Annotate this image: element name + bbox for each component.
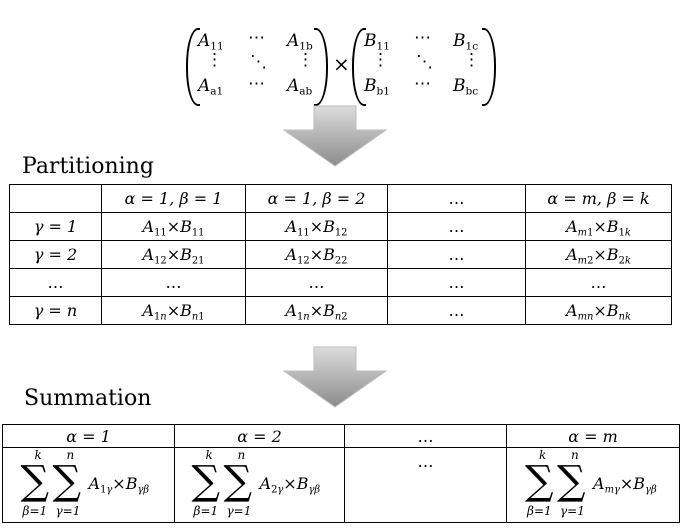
partitioning-row-label: γ = 1 xyxy=(9,212,102,241)
matrix-a-top-right: A1b xyxy=(287,31,313,53)
partitioning-header-row: α = 1, β = 1 α = 1, β = 2 … α = m, β = k xyxy=(9,184,672,213)
partitioning-col-header: … xyxy=(387,184,526,213)
summation-col-header: … xyxy=(344,424,507,448)
partitioning-row-label: γ = n xyxy=(9,296,102,325)
partitioning-row: γ = n A1n×Bn1 A1n×Bn2 … Amn×Bnk xyxy=(9,296,672,325)
summation-heading: Summation xyxy=(24,386,152,411)
inner-sum-lower-limit: γ=1 xyxy=(560,504,585,518)
outer-sum-lower-limit: β=1 xyxy=(22,504,48,518)
partitioning-row: … … … … … xyxy=(9,268,672,297)
matrix-a-bottom-right: Aab xyxy=(287,76,313,98)
sigma-icon: ∑ xyxy=(525,458,554,504)
sigma-icon: ∑ xyxy=(191,458,221,504)
summation-cell: k ∑ β=1 n ∑ γ=1 A1γ×Bγβ xyxy=(2,447,175,523)
partitioning-cell: Am1×B1k xyxy=(525,212,672,241)
sigma-icon: ∑ xyxy=(52,458,82,504)
double-sum-formula: k ∑ β=1 n ∑ γ=1 A1γ×Bγβ xyxy=(9,448,169,518)
matrix-b-bottom-left: Bb1 xyxy=(364,76,390,98)
matrix-a-bottom-left: Aa1 xyxy=(198,76,224,98)
partitioning-corner-cell xyxy=(9,184,102,213)
summation-table: α = 1 α = 2 … α = m k ∑ β=1 n ∑ γ=1 A1γ×… xyxy=(2,424,680,523)
partitioning-cell: … xyxy=(387,296,526,325)
inner-sum-upper-limit: n xyxy=(66,448,75,462)
partitioning-cell: … xyxy=(387,240,526,269)
summation-col-header: α = 2 xyxy=(174,424,345,448)
partitioning-cell: … xyxy=(101,268,246,297)
partitioning-row: γ = 1 A11×B11 A11×B12 … Am1×B1k xyxy=(9,212,672,241)
matrix-a-hdots-bottom: ⋯ xyxy=(248,74,265,94)
partitioning-cell: Amn×Bnk xyxy=(525,296,672,325)
double-sum-formula: k ∑ β=1 n ∑ γ=1 A2γ×Bγβ xyxy=(180,448,340,518)
partitioning-cell: Am2×B2k xyxy=(525,240,672,269)
partitioning-cell: A12×B21 xyxy=(101,240,246,269)
partitioning-col-header: α = 1, β = 2 xyxy=(245,184,388,213)
summand: A1γ×Bγβ xyxy=(88,474,150,496)
matrix-a-right-paren xyxy=(314,28,328,106)
partitioning-cell: … xyxy=(387,268,526,297)
outer-sum-upper-limit: k xyxy=(205,448,213,462)
matrix-b-ddots: ⋱ xyxy=(416,52,433,72)
summation-cell: … xyxy=(344,447,507,523)
summand: A2γ×Bγβ xyxy=(259,474,321,496)
partitioning-cell: A12×B22 xyxy=(245,240,388,269)
sigma-icon: ∑ xyxy=(20,458,50,504)
matrix-a: A11 ⋯ A1b ⋮ ⋱ ⋮ Aa1 ⋯ Aab xyxy=(186,28,328,106)
matrix-a-vdots-left: ⋮ xyxy=(206,50,223,70)
summation-header-row: α = 1 α = 2 … α = m xyxy=(2,424,680,448)
summation-row: k ∑ β=1 n ∑ γ=1 A1γ×Bγβ k ∑ β=1 n ∑ γ=1 … xyxy=(2,447,680,523)
partitioning-cell: … xyxy=(525,268,672,297)
partitioning-heading: Partitioning xyxy=(22,154,154,179)
matrix-b-top-left: B11 xyxy=(364,31,390,53)
matrix-a-ddots: ⋱ xyxy=(250,52,267,72)
inner-sum-upper-limit: n xyxy=(237,448,246,462)
sigma-icon: ∑ xyxy=(557,458,586,504)
outer-sum-upper-limit: k xyxy=(539,448,547,462)
outer-sum-lower-limit: β=1 xyxy=(193,504,219,518)
matrix-b-hdots-top: ⋯ xyxy=(414,28,431,48)
summation-cell: k ∑ β=1 n ∑ γ=1 Amγ×Bγβ xyxy=(506,447,680,523)
matrix-b-right-paren xyxy=(482,28,496,106)
matrix-b-vdots-right: ⋮ xyxy=(463,50,480,70)
matrix-a-hdots-top: ⋯ xyxy=(248,28,265,48)
inner-sum-upper-limit: n xyxy=(571,448,579,462)
matrix-a-top-left: A11 xyxy=(198,31,224,53)
double-sum-formula: k ∑ β=1 n ∑ γ=1 Amγ×Bγβ xyxy=(513,448,673,518)
outer-sum-upper-limit: k xyxy=(34,448,42,462)
down-arrow-1-icon xyxy=(282,105,388,167)
matrix-b-vdots-left: ⋮ xyxy=(372,50,389,70)
partitioning-row-label: … xyxy=(9,268,102,297)
sigma-icon: ∑ xyxy=(223,458,253,504)
partitioning-cell: A1n×Bn2 xyxy=(245,296,388,325)
summation-col-header: α = m xyxy=(506,424,680,448)
times-sign: × xyxy=(333,52,350,76)
matrix-a-vdots-right: ⋮ xyxy=(297,50,314,70)
matrix-b-top-right: B1c xyxy=(453,31,479,53)
partitioning-cell: A11×B11 xyxy=(101,212,246,241)
matrix-b: B11 ⋯ B1c ⋮ ⋱ ⋮ Bb1 ⋯ Bbc xyxy=(352,28,496,106)
inner-sum-lower-limit: γ=1 xyxy=(226,504,252,518)
partitioning-col-header: α = 1, β = 1 xyxy=(101,184,246,213)
outer-sum-lower-limit: β=1 xyxy=(527,504,552,518)
inner-sum-lower-limit: γ=1 xyxy=(55,504,81,518)
partitioning-table: α = 1, β = 1 α = 1, β = 2 … α = m, β = k… xyxy=(9,184,672,325)
partitioning-cell: A11×B12 xyxy=(245,212,388,241)
partitioning-cell: … xyxy=(387,212,526,241)
partitioning-cell: A1n×Bn1 xyxy=(101,296,246,325)
matrix-b-bottom-right: Bbc xyxy=(453,76,479,98)
partitioning-cell: … xyxy=(245,268,388,297)
summation-cell: k ∑ β=1 n ∑ γ=1 A2γ×Bγβ xyxy=(174,447,345,523)
summand: Amγ×Bγβ xyxy=(593,474,657,496)
matrix-b-hdots-bottom: ⋯ xyxy=(414,74,431,94)
partitioning-col-header: α = m, β = k xyxy=(525,184,672,213)
partitioning-row: γ = 2 A12×B21 A12×B22 … Am2×B2k xyxy=(9,240,672,269)
summation-ellipsis: … xyxy=(417,452,434,471)
partitioning-row-label: γ = 2 xyxy=(9,240,102,269)
down-arrow-2-icon xyxy=(282,346,388,408)
summation-col-header: α = 1 xyxy=(2,424,175,448)
